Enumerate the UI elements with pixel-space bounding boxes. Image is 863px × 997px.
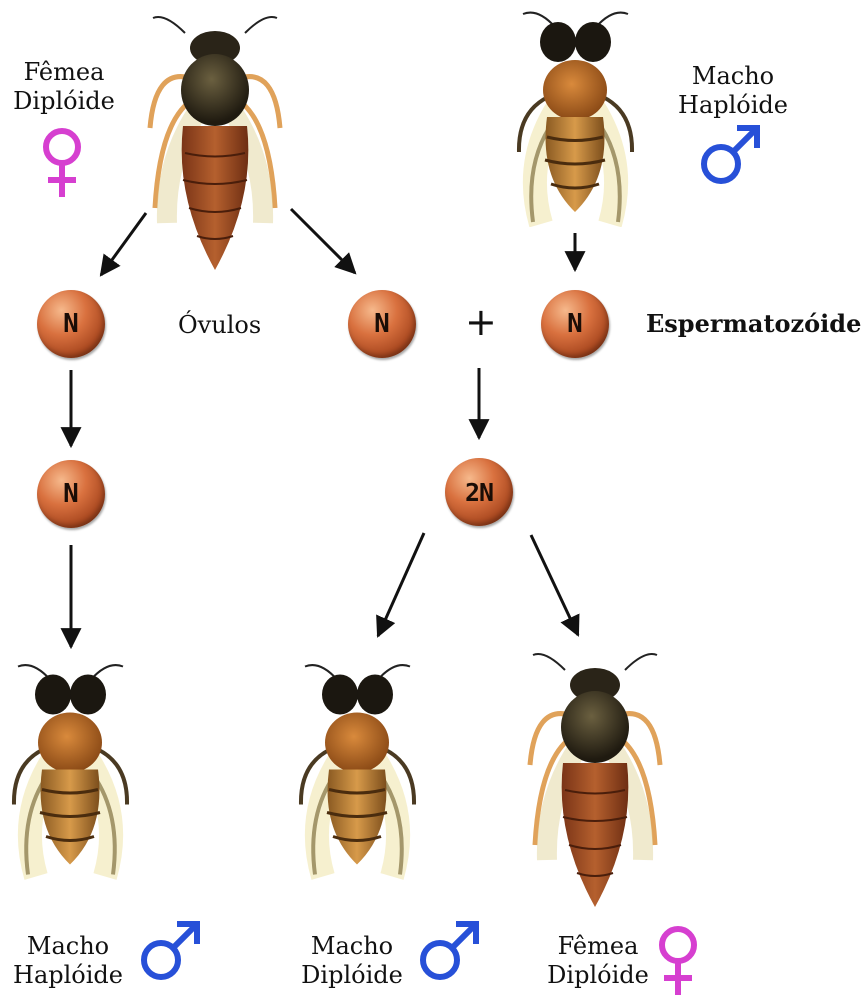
male-symbol-icon — [144, 924, 197, 977]
label-line: Haplóide — [663, 91, 803, 120]
label-bottom-center: Macho Diplóide — [290, 932, 414, 990]
ovum-cell-right: N — [348, 290, 416, 358]
label-top-female: Fêmea Diplóide — [0, 58, 128, 116]
ovum-cell-left: N — [37, 290, 105, 358]
male-symbol-icon — [704, 128, 757, 181]
label-line: Diplóide — [536, 961, 660, 990]
label-bottom-left: Macho Haplóide — [6, 932, 130, 990]
label-line: Macho — [290, 932, 414, 961]
label-line: Diplóide — [0, 87, 128, 116]
label-ovulos: Óvulos — [178, 311, 261, 339]
plus-sign: + — [465, 300, 497, 344]
male-symbol-icon — [423, 924, 476, 977]
sperm-cell: N — [541, 290, 609, 358]
label-line: Fêmea — [0, 58, 128, 87]
female-symbol-icon — [662, 929, 694, 995]
label-bottom-right: Fêmea Diplóide — [536, 932, 660, 990]
zygote-cell: 2N — [445, 458, 513, 526]
unfertilized-egg-cell: N — [37, 460, 105, 528]
label-top-male: Macho Haplóide — [663, 62, 803, 120]
label-line: Haplóide — [6, 961, 130, 990]
label-line: Fêmea — [536, 932, 660, 961]
label-line: Macho — [6, 932, 130, 961]
label-spermatozoid: Espermatozóide — [646, 309, 861, 338]
label-line: Diplóide — [290, 961, 414, 990]
label-line: Macho — [663, 62, 803, 91]
female-symbol-icon — [46, 131, 78, 197]
